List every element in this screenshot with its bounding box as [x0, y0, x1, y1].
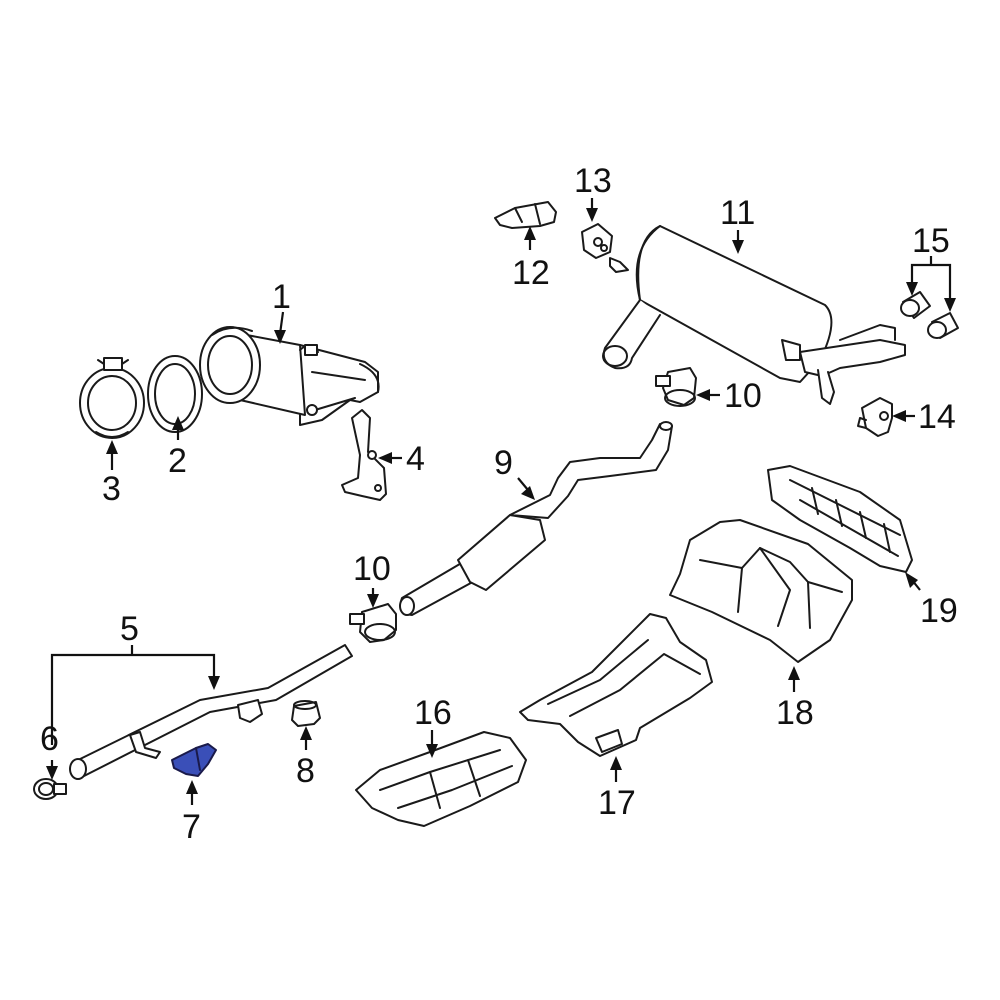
part-16-heat-shield[interactable]: [355, 731, 527, 827]
callout-15: 15: [912, 222, 950, 260]
part-5-front-pipe[interactable]: [69, 644, 353, 780]
part-8-bushing[interactable]: [291, 700, 321, 727]
leader-lines: [46, 198, 956, 805]
part-14-actuator[interactable]: [857, 397, 893, 437]
callout-3: 3: [102, 470, 121, 508]
part-19-heat-shield[interactable]: [767, 465, 913, 573]
part-12-heat-shield[interactable]: [494, 201, 557, 229]
part-1-catalytic-converter[interactable]: [199, 326, 380, 426]
part-6-small-clamp[interactable]: [33, 778, 67, 800]
callout-16: 16: [414, 694, 452, 732]
callout-11: 11: [720, 194, 755, 232]
callout-8: 8: [296, 752, 315, 790]
callout-2: 2: [168, 442, 187, 480]
callout-6: 6: [40, 720, 59, 758]
callout-labels: 1 2 3 4 5 6 7 8 9 10 10 11 12 13 14 15 1…: [40, 162, 958, 846]
callout-10-lower: 10: [353, 550, 391, 588]
part-18-heat-shield[interactable]: [669, 519, 853, 663]
callout-4: 4: [406, 440, 425, 478]
callout-5: 5: [120, 610, 139, 648]
part-10-rubber-hanger-upper[interactable]: [655, 367, 697, 407]
part-7-bracket-highlighted[interactable]: [171, 743, 217, 777]
part-9-center-pipe[interactable]: [399, 421, 673, 616]
part-17-heat-shield[interactable]: [519, 613, 713, 757]
callout-7: 7: [182, 808, 201, 846]
part-2-gasket[interactable]: [147, 355, 203, 433]
part-10-rubber-hanger-lower[interactable]: [349, 603, 397, 643]
callout-18: 18: [776, 694, 814, 732]
part-4-bracket[interactable]: [341, 409, 387, 501]
callout-14: 14: [918, 398, 956, 436]
part-3-clamp[interactable]: [79, 357, 145, 439]
callout-12: 12: [512, 254, 550, 292]
callout-10-upper: 10: [724, 377, 762, 415]
callout-1: 1: [272, 278, 291, 316]
part-15-tail-pipe-tips[interactable]: [900, 291, 959, 339]
callout-9: 9: [494, 444, 513, 482]
callout-19: 19: [920, 592, 958, 630]
part-11-rear-muffler[interactable]: [602, 225, 906, 405]
callout-17: 17: [598, 784, 636, 822]
part-13-hanger[interactable]: [581, 223, 613, 259]
callout-13: 13: [574, 162, 612, 200]
